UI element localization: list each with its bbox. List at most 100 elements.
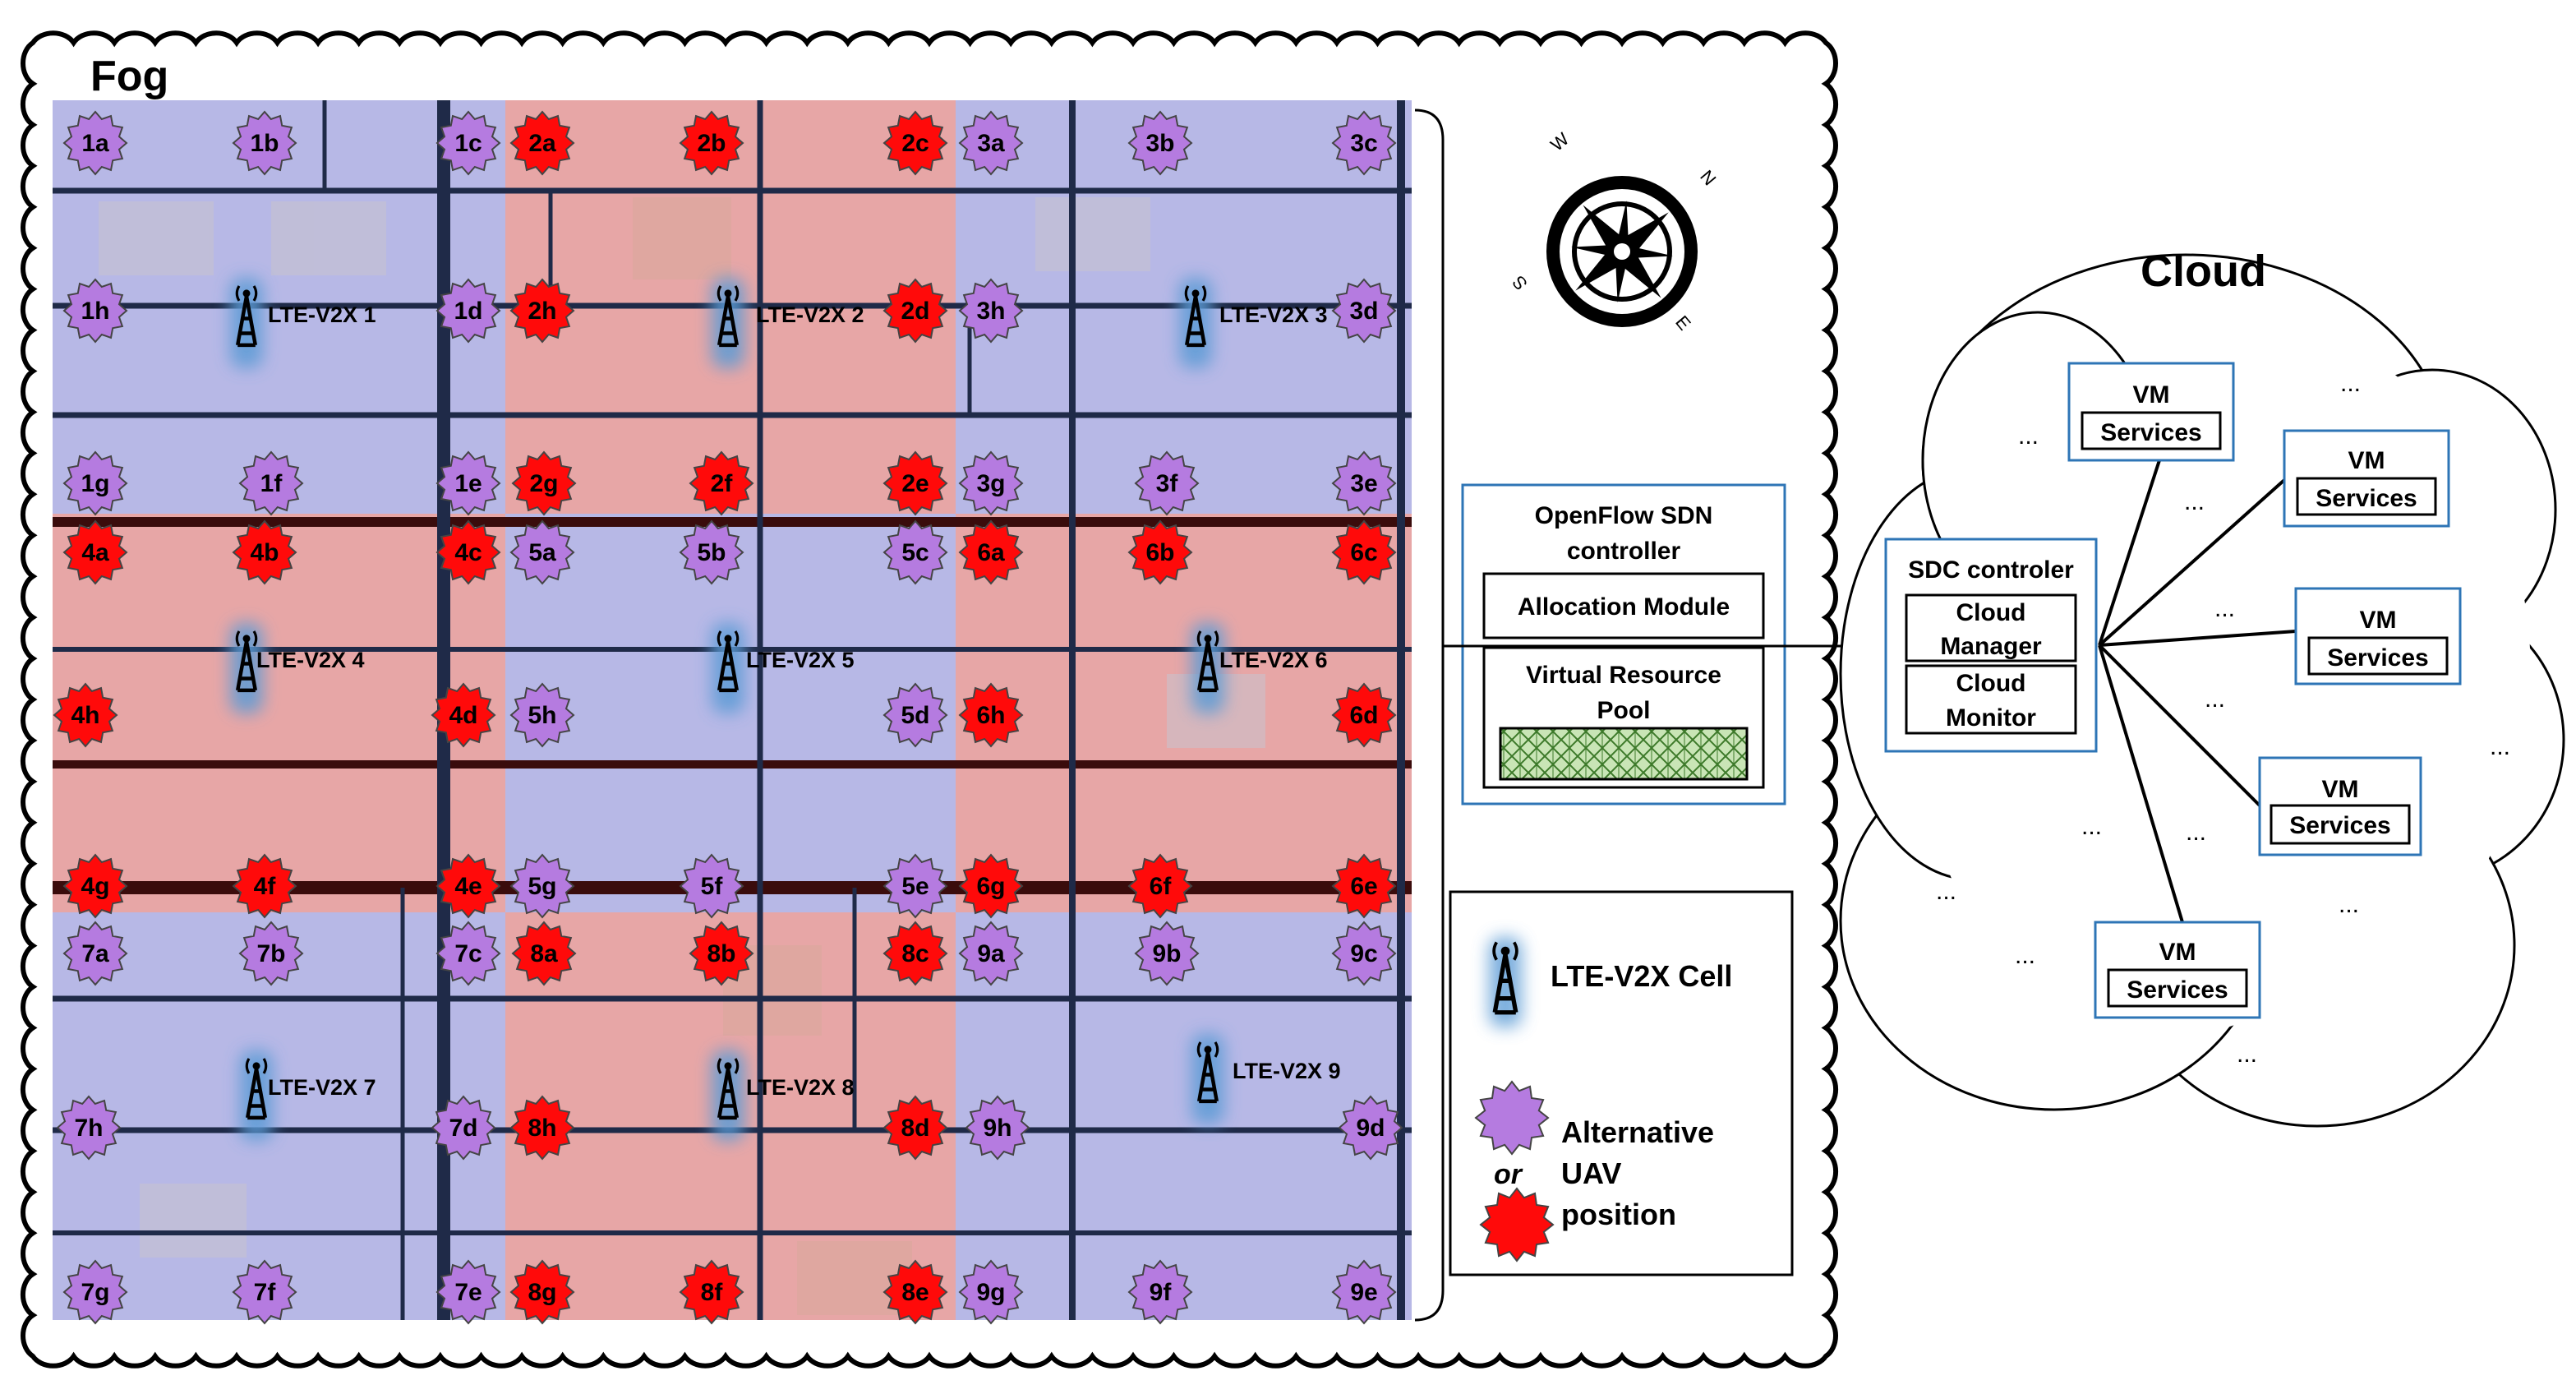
legend-alt-line2: UAV xyxy=(1561,1156,1621,1190)
uav-position-label: 3h xyxy=(976,298,1005,325)
vm-3-services: Services xyxy=(2327,644,2428,672)
uav-position-2e: 2e xyxy=(882,450,948,516)
vm-3-title: VM xyxy=(2360,607,2397,634)
uav-position-label: 7b xyxy=(256,940,285,967)
uav-position-3c: 3c xyxy=(1331,110,1397,176)
vrp-label-line1: Virtual Resource xyxy=(1526,662,1721,689)
purple-marker xyxy=(1331,1259,1397,1325)
uav-position-label: 1f xyxy=(260,470,283,497)
uav-position-1a: 1a xyxy=(62,110,128,176)
uav-position-9d: 9d xyxy=(1338,1095,1403,1161)
red-marker xyxy=(958,682,1024,748)
uav-position-label: 4b xyxy=(250,539,279,566)
uav-position-9f: 9f xyxy=(1127,1259,1193,1325)
uav-position-2b: 2b xyxy=(679,110,744,176)
red-marker xyxy=(62,853,128,919)
uav-position-label: 2b xyxy=(697,130,726,157)
vm-box-2: VM Services xyxy=(2283,429,2450,528)
uav-position-label: 6d xyxy=(1349,702,1378,729)
uav-position-2d: 2d xyxy=(882,278,948,344)
uav-position-label: 4c xyxy=(454,539,482,566)
uav-position-label: 6a xyxy=(977,539,1005,566)
cloud-monitor-line2: Monitor xyxy=(1946,704,2036,732)
uav-position-label: 8d xyxy=(901,1115,929,1142)
red-marker xyxy=(509,110,575,176)
sdn-title-line1: OpenFlow SDN xyxy=(1535,502,1713,529)
uav-position-label: 9f xyxy=(1150,1279,1173,1306)
purple-marker xyxy=(1134,450,1200,516)
red-marker xyxy=(1127,519,1193,585)
uav-position-label: 1b xyxy=(250,130,279,157)
red-marker xyxy=(53,682,118,748)
legend-box: LTE-V2X Cell or Alternative UAV position xyxy=(1449,890,1794,1276)
uav-position-label: 8g xyxy=(528,1279,556,1306)
uav-position-7b: 7b xyxy=(238,921,304,986)
cloud-manager-line1: Cloud xyxy=(1956,599,2026,626)
red-marker xyxy=(679,1259,744,1325)
uav-position-label: 5b xyxy=(697,539,726,566)
uav-position-label: 9g xyxy=(976,1279,1005,1306)
uav-position-4h: 4h xyxy=(53,682,118,748)
vm-4-title: VM xyxy=(2322,776,2359,803)
purple-marker xyxy=(958,278,1024,344)
uav-position-label: 8e xyxy=(901,1279,929,1306)
uav-position-label: 3b xyxy=(1145,130,1174,157)
uav-position-4c: 4c xyxy=(435,519,501,585)
red-marker xyxy=(882,1095,948,1161)
purple-marker xyxy=(435,110,501,176)
red-marker xyxy=(62,519,128,585)
cell-label: LTE-V2X 7 xyxy=(268,1075,376,1100)
uav-position-2h: 2h xyxy=(509,278,575,344)
uav-position-7a: 7a xyxy=(62,921,128,986)
red-marker xyxy=(1331,853,1397,919)
ellipsis: ... xyxy=(2340,370,2361,397)
purple-marker xyxy=(62,110,128,176)
uav-position-8d: 8d xyxy=(882,1095,948,1161)
uav-position-1d: 1d xyxy=(435,278,501,344)
uav-position-7c: 7c xyxy=(435,921,501,986)
purple-marker xyxy=(238,921,304,986)
uav-position-3h: 3h xyxy=(958,278,1024,344)
cloud-manager-line2: Manager xyxy=(1940,633,2042,660)
purple-marker xyxy=(232,110,297,176)
vm-4-services: Services xyxy=(2289,812,2390,839)
uav-position-label: 1c xyxy=(454,130,482,157)
uav-position-label: 4e xyxy=(454,873,482,900)
uav-position-label: 2h xyxy=(528,298,556,325)
vm-box-4: VM Services xyxy=(2258,756,2422,856)
legend-red-marker xyxy=(1479,1187,1555,1262)
uav-position-5c: 5c xyxy=(882,519,948,585)
uav-position-label: 8b xyxy=(707,940,735,967)
uav-position-label: 4f xyxy=(254,873,277,900)
uav-position-3f: 3f xyxy=(1134,450,1200,516)
vm-box-3: VM Services xyxy=(2294,587,2462,685)
uav-position-7h: 7h xyxy=(56,1095,122,1161)
cell-label: LTE-V2X 6 xyxy=(1219,648,1328,672)
lte-v2x-cell-2: LTE-V2X 2 xyxy=(712,278,864,368)
uav-position-8f: 8f xyxy=(679,1259,744,1325)
red-marker xyxy=(509,1259,575,1325)
ellipsis: ... xyxy=(1936,878,1956,905)
uav-position-label: 5e xyxy=(901,873,929,900)
uav-position-7g: 7g xyxy=(62,1259,128,1325)
uav-position-label: 4d xyxy=(449,702,477,729)
uav-position-label: 7h xyxy=(74,1115,103,1142)
uav-position-label: 9h xyxy=(983,1115,1012,1142)
cell-label: LTE-V2X 2 xyxy=(756,302,864,327)
uav-position-label: 3e xyxy=(1350,470,1377,497)
uav-position-label: 3d xyxy=(1349,298,1378,325)
red-marker xyxy=(232,853,297,919)
lte-v2x-cell-9: LTE-V2X 9 xyxy=(1191,1034,1341,1124)
uav-position-label: 5c xyxy=(901,539,929,566)
uav-position-2a: 2a xyxy=(509,110,575,176)
purple-marker xyxy=(232,1259,297,1325)
uav-position-1f: 1f xyxy=(238,450,304,516)
uav-position-6f: 6f xyxy=(1127,853,1193,919)
uav-position-label: 7a xyxy=(81,940,109,967)
cell-label: LTE-V2X 1 xyxy=(268,302,376,327)
vm-box-5: VM Services xyxy=(2094,921,2261,1019)
uav-position-2f: 2f xyxy=(689,450,754,516)
uav-position-4f: 4f xyxy=(232,853,297,919)
